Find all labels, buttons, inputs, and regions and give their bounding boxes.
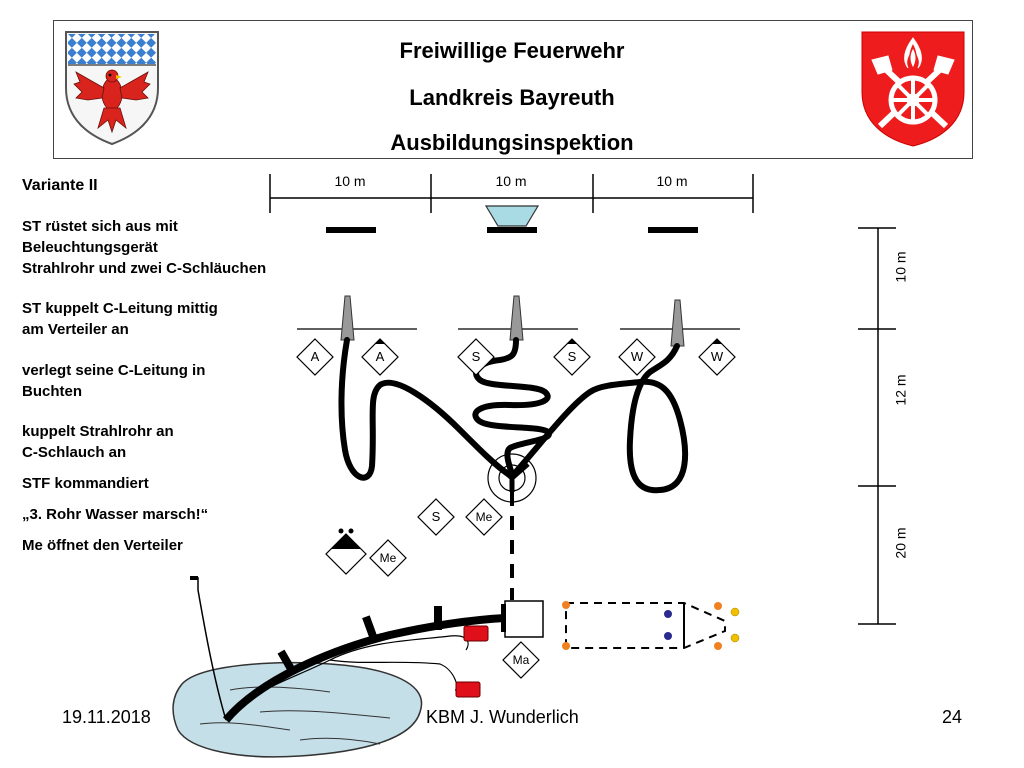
footer-page-number: 24 — [942, 707, 963, 727]
water-source — [172, 661, 423, 758]
targets — [326, 227, 698, 233]
distributor-icon — [487, 453, 537, 503]
nozzle-icon — [340, 295, 355, 341]
water-bucket-icon — [484, 205, 540, 227]
title-line-2: Landkreis Bayreuth — [409, 85, 615, 110]
valve-red-icon — [455, 681, 481, 698]
step-2b: am Verteiler an — [22, 321, 129, 338]
distance-top-1: 10 m — [334, 173, 366, 189]
label-s3: S — [431, 509, 441, 524]
step-1c: Strahlrohr und zwei C-Schläuchen — [22, 260, 267, 277]
top-dimension-line — [269, 174, 754, 213]
pump — [504, 600, 544, 638]
label-s2: S — [567, 349, 577, 364]
step-6: „3. Rohr Wasser marsch!“ — [22, 506, 209, 523]
vehicle — [562, 601, 740, 650]
label-s1: S — [471, 349, 481, 364]
distance-top-3: 10 m — [656, 173, 688, 189]
landkreis-coat-of-arms — [65, 31, 159, 146]
step-2a: ST kuppelt C-Leitung mittig — [22, 300, 218, 317]
step-1a: ST rüstet sich aus mit — [22, 218, 178, 235]
step-7: Me öffnet den Verteiler — [22, 537, 183, 554]
valve-red-icon — [463, 625, 489, 642]
step-3a: verlegt seine C-Leitung in — [22, 362, 206, 379]
distance-top-2: 10 m — [495, 173, 527, 189]
right-dimension-line — [858, 227, 896, 625]
target-right — [648, 227, 698, 233]
label-a2: A — [375, 349, 385, 364]
nozzle-icon — [670, 299, 685, 347]
step-1b: Beleuchtungsgerät — [22, 239, 158, 256]
hose-couplings — [277, 606, 442, 675]
target-left — [326, 227, 376, 233]
distance-right-2: 12 m — [892, 374, 909, 406]
header-frame — [53, 20, 973, 159]
title-line-1: Freiwillige Feuerwehr — [399, 38, 625, 63]
footer-date: 19.11.2018 — [62, 707, 151, 727]
label-w2: W — [710, 349, 724, 364]
nozzles — [340, 295, 685, 347]
footer-author: KBM J. Wunderlich — [426, 707, 579, 727]
step-3b: Buchten — [22, 383, 82, 400]
target-center — [487, 227, 537, 233]
label-me1: Me — [475, 510, 493, 524]
label-w1: W — [630, 349, 644, 364]
variant-heading: Variante II — [22, 177, 98, 194]
step-4b: C-Schlauch an — [22, 444, 127, 461]
nozzle-icon — [509, 295, 524, 341]
leader-marks — [331, 339, 722, 549]
feuerwehr-emblem — [861, 31, 965, 147]
rope — [193, 577, 227, 721]
distance-right-3: 20 m — [892, 527, 909, 559]
label-a1: A — [310, 349, 320, 364]
title-line-3: Ausbildungsinspektion — [390, 130, 634, 155]
suction-hose — [222, 614, 506, 723]
distance-right-1: 10 m — [892, 251, 909, 283]
label-me2: Me — [379, 551, 397, 565]
step-4a: kuppelt Strahlrohr an — [22, 423, 174, 440]
step-5: STF kommandiert — [22, 475, 149, 492]
label-ma: Ma — [512, 653, 530, 667]
